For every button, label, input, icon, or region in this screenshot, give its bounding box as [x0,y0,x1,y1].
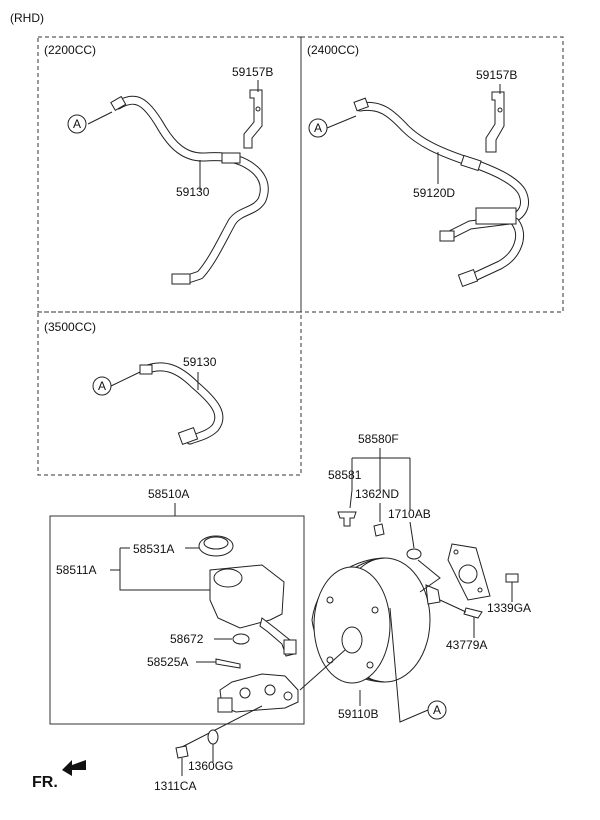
label-58531a: 58531A [133,542,174,556]
label-59130-2200: 59130 [176,185,210,199]
front-direction-indicator: FR. [32,760,86,791]
label-43779a: 43779A [446,638,487,652]
nut-1311ca-icon [175,745,189,759]
reservoir-cap-icon [198,535,234,557]
label-1710ab: 1710AB [388,507,431,521]
clip-1362nd-icon [373,523,385,537]
label-58581: 58581 [328,468,362,482]
ref-a-circle-2400 [308,118,328,138]
label-59157b-2200: 59157B [232,65,273,79]
section-3500cc: (3500CC) 59130 A [44,320,224,446]
ref-a-label-2400: A [314,121,322,135]
label-59120d-2400: 59120D [413,186,455,200]
section-2400cc-box [300,36,564,313]
master-cylinder-body-icon [217,673,299,713]
label-59110b: 59110B [338,707,378,721]
master-cylinder-group: 58510A 58531A 58511A 58672 58525A [49,487,305,725]
grommet-1710ab-icon [406,548,422,560]
clevis-58581-icon [337,511,357,527]
label-1360gg: 1360GG [188,759,233,773]
section-3500cc-title: (3500CC) [44,320,96,334]
ref-a-circle-booster [427,700,447,720]
vacuum-hose-2400 [353,97,529,288]
section-2400cc-title: (2400CC) [307,43,359,57]
gasket-plate-icon [447,543,491,601]
label-58511a: 58511A [56,563,96,577]
vacuum-hose-3500 [139,362,224,446]
label-1311ca: 1311CA [154,779,196,793]
bracket-59157b-2400-icon [485,91,505,153]
fasteners-group: 1311CA 1360GG [154,729,233,793]
label-58580f: 58580F [358,432,399,446]
vacuum-hose-2200 [110,95,269,285]
label-58525a: 58525A [147,655,188,669]
washer-1360gg-icon [207,729,219,745]
ref-a-label-3500: A [98,379,106,393]
label-1339ga: 1339GA [487,601,531,615]
front-arrow-icon [62,760,86,776]
brake-booster-icon [311,557,441,684]
label-58510a: 58510A [148,487,189,501]
section-3500cc-box [37,311,302,476]
bracket-59157b-2200-icon [243,89,263,149]
front-label: FR. [32,774,58,791]
booster-group: 58580F 58581 1362ND 1710AB 13 [179,432,531,749]
drive-side-label: (RHD) [10,11,44,25]
section-2200cc-box [37,36,302,313]
nut-1339ga-icon [505,573,519,583]
ref-a-circle-2200 [67,114,87,134]
ref-a-circle-3500 [92,376,112,396]
label-59157b-2400: 59157B [476,68,517,82]
pin-58525a-icon [215,658,241,669]
section-2400cc: (2400CC) 59157B 59120D A [307,43,529,288]
seal-58672-icon [232,633,250,645]
label-58672: 58672 [170,632,204,646]
ref-a-label-booster: A [433,703,441,717]
master-cylinder-box [49,515,305,725]
section-2200cc: (2200CC) 59157B 59130 A [44,43,273,285]
ref-a-label-2200: A [73,117,81,131]
reservoir-tank-icon [209,564,297,657]
section-2200cc-title: (2200CC) [44,43,96,57]
pin-43779a-icon [463,607,483,619]
label-1362nd: 1362ND [355,487,399,501]
label-59130-3500: 59130 [183,355,217,369]
